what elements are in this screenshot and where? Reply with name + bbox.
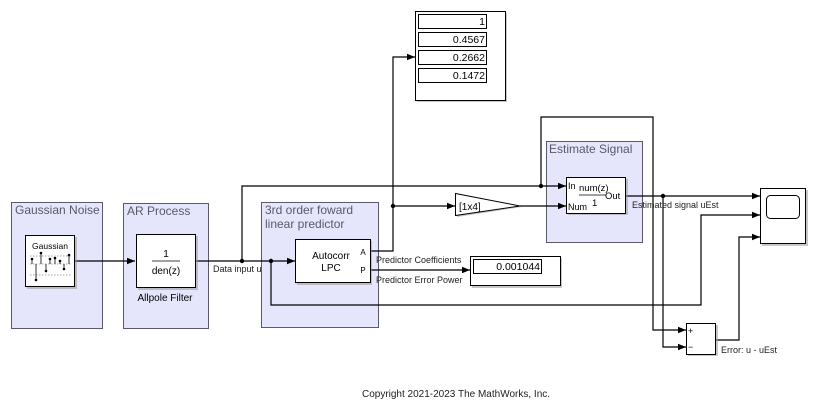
wire-data-to-estimate-in bbox=[241, 182, 566, 261]
filter-name: Allpole Filter bbox=[137, 293, 193, 304]
coefficient-value: 0.2662 bbox=[453, 52, 485, 64]
scope-icon bbox=[766, 195, 800, 219]
block-allpole-filter[interactable]: 1 den(z) Allpole Filter bbox=[136, 234, 199, 305]
estimate-port-in: In bbox=[568, 181, 576, 191]
junction-dot bbox=[239, 258, 245, 264]
wire-estimate-to-sum-minus bbox=[662, 196, 686, 351]
coefficient-value: 0.4567 bbox=[453, 34, 485, 46]
block-gaussian-source[interactable]: Gaussian bbox=[25, 235, 78, 290]
estimate-denominator: 1 bbox=[592, 198, 597, 209]
filter-numerator: 1 bbox=[163, 249, 169, 260]
lpc-port-a: A bbox=[360, 248, 366, 257]
sum-minus-sign: − bbox=[688, 342, 693, 352]
signal-label-data-input: Data input u bbox=[213, 264, 262, 274]
block-gain[interactable]: [1x4] bbox=[455, 192, 523, 218]
junction-dot bbox=[660, 193, 666, 199]
junction-dot bbox=[268, 258, 274, 264]
gaussian-stem-plot-icon bbox=[30, 251, 71, 282]
signal-label-predictor-coefficients: Predictor Coefficients bbox=[376, 255, 462, 265]
area-title-predictor-line2: linear predictor bbox=[265, 217, 344, 231]
junction-dot bbox=[538, 183, 544, 189]
wire-coefficients-to-display bbox=[370, 53, 415, 252]
lpc-line2: LPC bbox=[321, 263, 340, 274]
area-title-gaussian-noise: Gaussian Noise bbox=[15, 203, 100, 217]
display-error-power[interactable]: 0.001044 bbox=[470, 256, 563, 289]
gaussian-label: Gaussian bbox=[32, 241, 68, 251]
block-scope[interactable] bbox=[760, 188, 809, 247]
copyright-notice: Copyright 2021-2023 The MathWorks, Inc. bbox=[362, 389, 550, 400]
coefficient-value: 1 bbox=[479, 16, 485, 28]
area-title-estimate-signal: Estimate Signal bbox=[549, 142, 632, 156]
junction-dot bbox=[390, 203, 396, 209]
area-title-ar-process: AR Process bbox=[127, 204, 190, 218]
gain-label: [1x4] bbox=[459, 202, 481, 213]
area-title-predictor-line1: 3rd order foward bbox=[265, 203, 353, 217]
block-autocorr-lpc[interactable]: Autocorr LPC A P bbox=[295, 239, 373, 286]
signal-label-estimated-signal: Estimated signal uEst bbox=[632, 200, 719, 210]
signal-label-error: Error: u - uEst bbox=[721, 345, 778, 355]
wire-data-to-scope bbox=[270, 211, 760, 306]
wire-data-to-sum-plus bbox=[540, 116, 686, 334]
sum-plus-sign: + bbox=[688, 326, 693, 336]
wire-error-to-scope bbox=[716, 233, 760, 341]
error-power-value: 0.001044 bbox=[496, 261, 540, 273]
estimate-port-out: Out bbox=[605, 191, 621, 202]
display-coefficients[interactable]: 1 0.4567 0.2662 0.1472 bbox=[415, 11, 508, 103]
estimate-numerator: num(z) bbox=[579, 183, 609, 194]
lpc-port-p: P bbox=[360, 266, 365, 275]
filter-denominator: den(z) bbox=[152, 266, 180, 277]
block-estimate-filter[interactable]: In Num num(z) 1 Out bbox=[566, 177, 629, 216]
estimate-port-num: Num bbox=[568, 202, 587, 212]
lpc-line1: Autocorr bbox=[312, 251, 350, 262]
wires bbox=[75, 53, 760, 351]
block-sum[interactable]: + − bbox=[686, 323, 719, 357]
signal-label-predictor-error-power: Predictor Error Power bbox=[376, 275, 463, 285]
coefficient-value: 0.1472 bbox=[453, 70, 485, 82]
